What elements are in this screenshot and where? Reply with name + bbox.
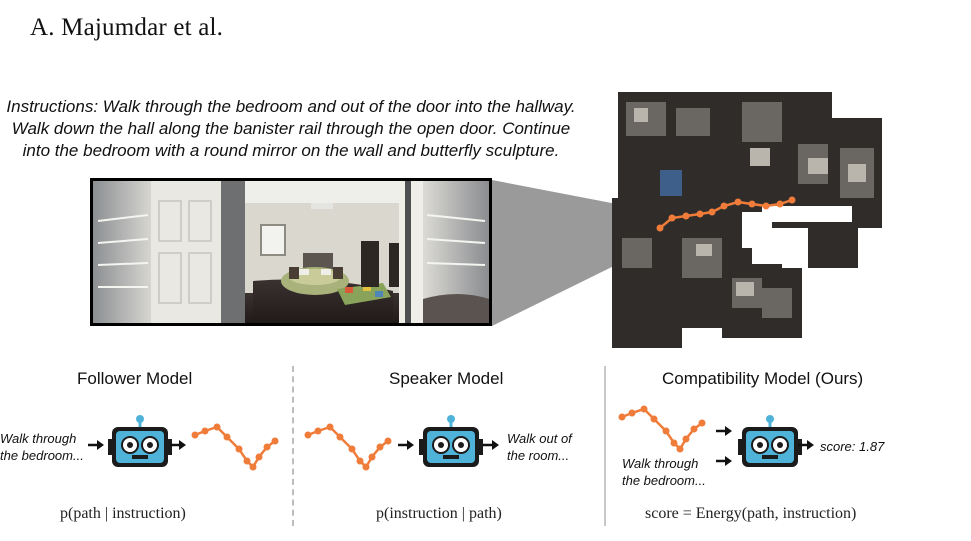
path-trajectory-icon	[619, 406, 706, 453]
panorama-image	[90, 178, 492, 326]
speaker-formula: p(instruction | path)	[376, 505, 502, 523]
path-trajectory-icon	[305, 424, 392, 471]
robot-icon	[108, 415, 172, 467]
compatibility-model-title: Compatibility Model (Ours)	[662, 369, 863, 389]
paper-running-header: A. Majumdar et al.	[30, 14, 223, 42]
arrow-right-icon	[88, 440, 104, 450]
model-diagrams	[0, 395, 971, 495]
speaker-model-title: Speaker Model	[389, 369, 503, 389]
robot-icon	[419, 415, 483, 467]
instruction-text: Instructions: Walk through the bedroom a…	[0, 96, 582, 162]
instruction-line-3: into the bedroom with a round mirror on …	[0, 140, 582, 162]
arrow-right-icon	[716, 426, 732, 436]
follower-formula: p(path | instruction)	[60, 505, 186, 523]
follower-model-title: Follower Model	[77, 369, 192, 389]
arrow-right-icon	[716, 456, 732, 466]
instruction-line-2: Walk down the hall along the banister ra…	[0, 118, 582, 140]
arrow-right-icon	[483, 440, 499, 450]
arrow-right-icon	[170, 440, 186, 450]
instruction-line-1: Instructions: Walk through the bedroom a…	[0, 96, 582, 118]
robot-icon	[738, 415, 802, 467]
arrow-right-icon	[398, 440, 414, 450]
floorplan-map	[612, 88, 884, 352]
compatibility-formula: score = Energy(path, instruction)	[645, 505, 856, 523]
path-trajectory-icon	[192, 424, 279, 471]
